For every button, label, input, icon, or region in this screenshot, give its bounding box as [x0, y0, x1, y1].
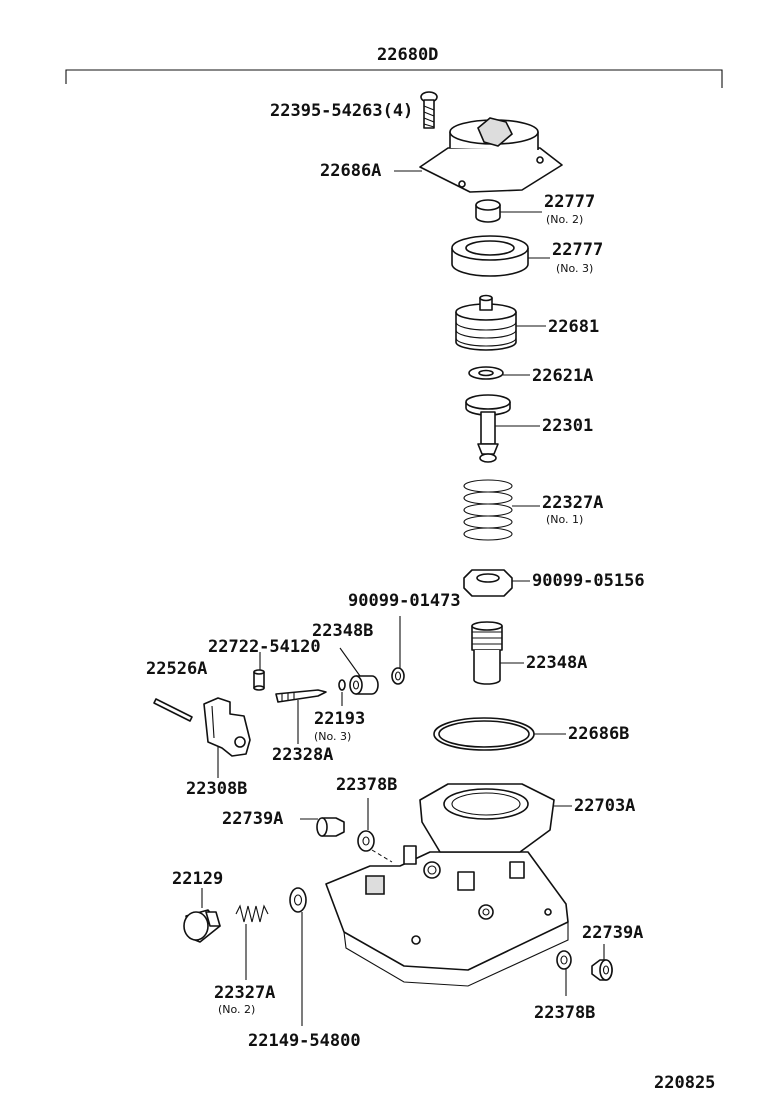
gasket-label: 22686B — [568, 724, 629, 744]
assembly-bracket — [65, 69, 723, 88]
valve-part[interactable] — [465, 394, 511, 463]
screw-pin-part[interactable] — [275, 689, 327, 703]
cover-label: 22686A — [320, 161, 381, 181]
gasket-part[interactable] — [433, 717, 535, 751]
piston-part[interactable] — [455, 294, 517, 351]
ring-small-label: 90099-01473 — [348, 591, 461, 611]
plug-left-label: 22739A — [222, 809, 283, 829]
figure-code: 220825 — [654, 1073, 715, 1093]
assembly-label: 22680D — [377, 45, 438, 65]
valve-label: 22301 — [542, 416, 593, 436]
spring-main-part[interactable] — [463, 479, 513, 541]
washer-part[interactable] — [468, 366, 504, 380]
washer-upper-label: 22378B — [336, 775, 397, 795]
holder-small-label: 22348B — [312, 621, 373, 641]
washer-lower-part[interactable] — [556, 950, 572, 970]
housing-part[interactable] — [325, 783, 569, 987]
plug-right-part[interactable] — [591, 959, 613, 981]
plug-right-label: 22739A — [582, 923, 643, 943]
holder-small-part[interactable] — [349, 675, 379, 695]
spring-small-part[interactable] — [235, 904, 269, 923]
gasket-small-label: 22149-54800 — [248, 1031, 361, 1051]
plug-cap-label: 22129 — [172, 869, 223, 889]
bearing-small-note: (No. 2) — [546, 213, 583, 226]
bolt-label: 22395-54263(4) — [270, 101, 413, 121]
washer-label: 22621A — [532, 366, 593, 386]
lever-part[interactable] — [203, 697, 251, 757]
oring-label: 22193 — [314, 709, 365, 729]
screw-pin-label: 22328A — [272, 745, 333, 765]
oring-part[interactable] — [338, 679, 346, 691]
bearing-ring-note: (No. 3) — [556, 262, 593, 275]
bearing-small-label: 22777 — [544, 192, 595, 212]
holder-label: 22348A — [526, 653, 587, 673]
bearing-ring-label: 22777 — [552, 240, 603, 260]
gasket-small-part[interactable] — [289, 887, 307, 913]
bearing-ring-part[interactable] — [451, 235, 529, 277]
nut-part[interactable] — [463, 569, 513, 597]
piston-label: 22681 — [548, 317, 599, 337]
seal-part[interactable] — [253, 669, 265, 691]
spring-small-label: 22327A — [214, 983, 275, 1003]
washer-upper-part[interactable] — [357, 830, 375, 852]
lever-label: 22308B — [186, 779, 247, 799]
spring-main-note: (No. 1) — [546, 513, 583, 526]
plug-left-part[interactable] — [316, 817, 345, 837]
oring-note: (No. 3) — [314, 730, 351, 743]
spring-small-note: (No. 2) — [218, 1003, 255, 1016]
cover-part[interactable] — [419, 117, 563, 193]
seal-label: 22722-54120 — [208, 637, 321, 657]
ring-small-part[interactable] — [391, 667, 405, 685]
bearing-small-part[interactable] — [475, 199, 501, 223]
pin-label: 22526A — [146, 659, 207, 679]
washer-lower-label: 22378B — [534, 1003, 595, 1023]
spring-main-label: 22327A — [542, 493, 603, 513]
bolt-part[interactable] — [420, 91, 438, 129]
plug-cap-part[interactable] — [183, 909, 221, 943]
housing-label: 22703A — [574, 796, 635, 816]
pin-part[interactable] — [153, 698, 193, 722]
nut-label: 90099-05156 — [532, 571, 645, 591]
holder-part[interactable] — [471, 621, 503, 685]
